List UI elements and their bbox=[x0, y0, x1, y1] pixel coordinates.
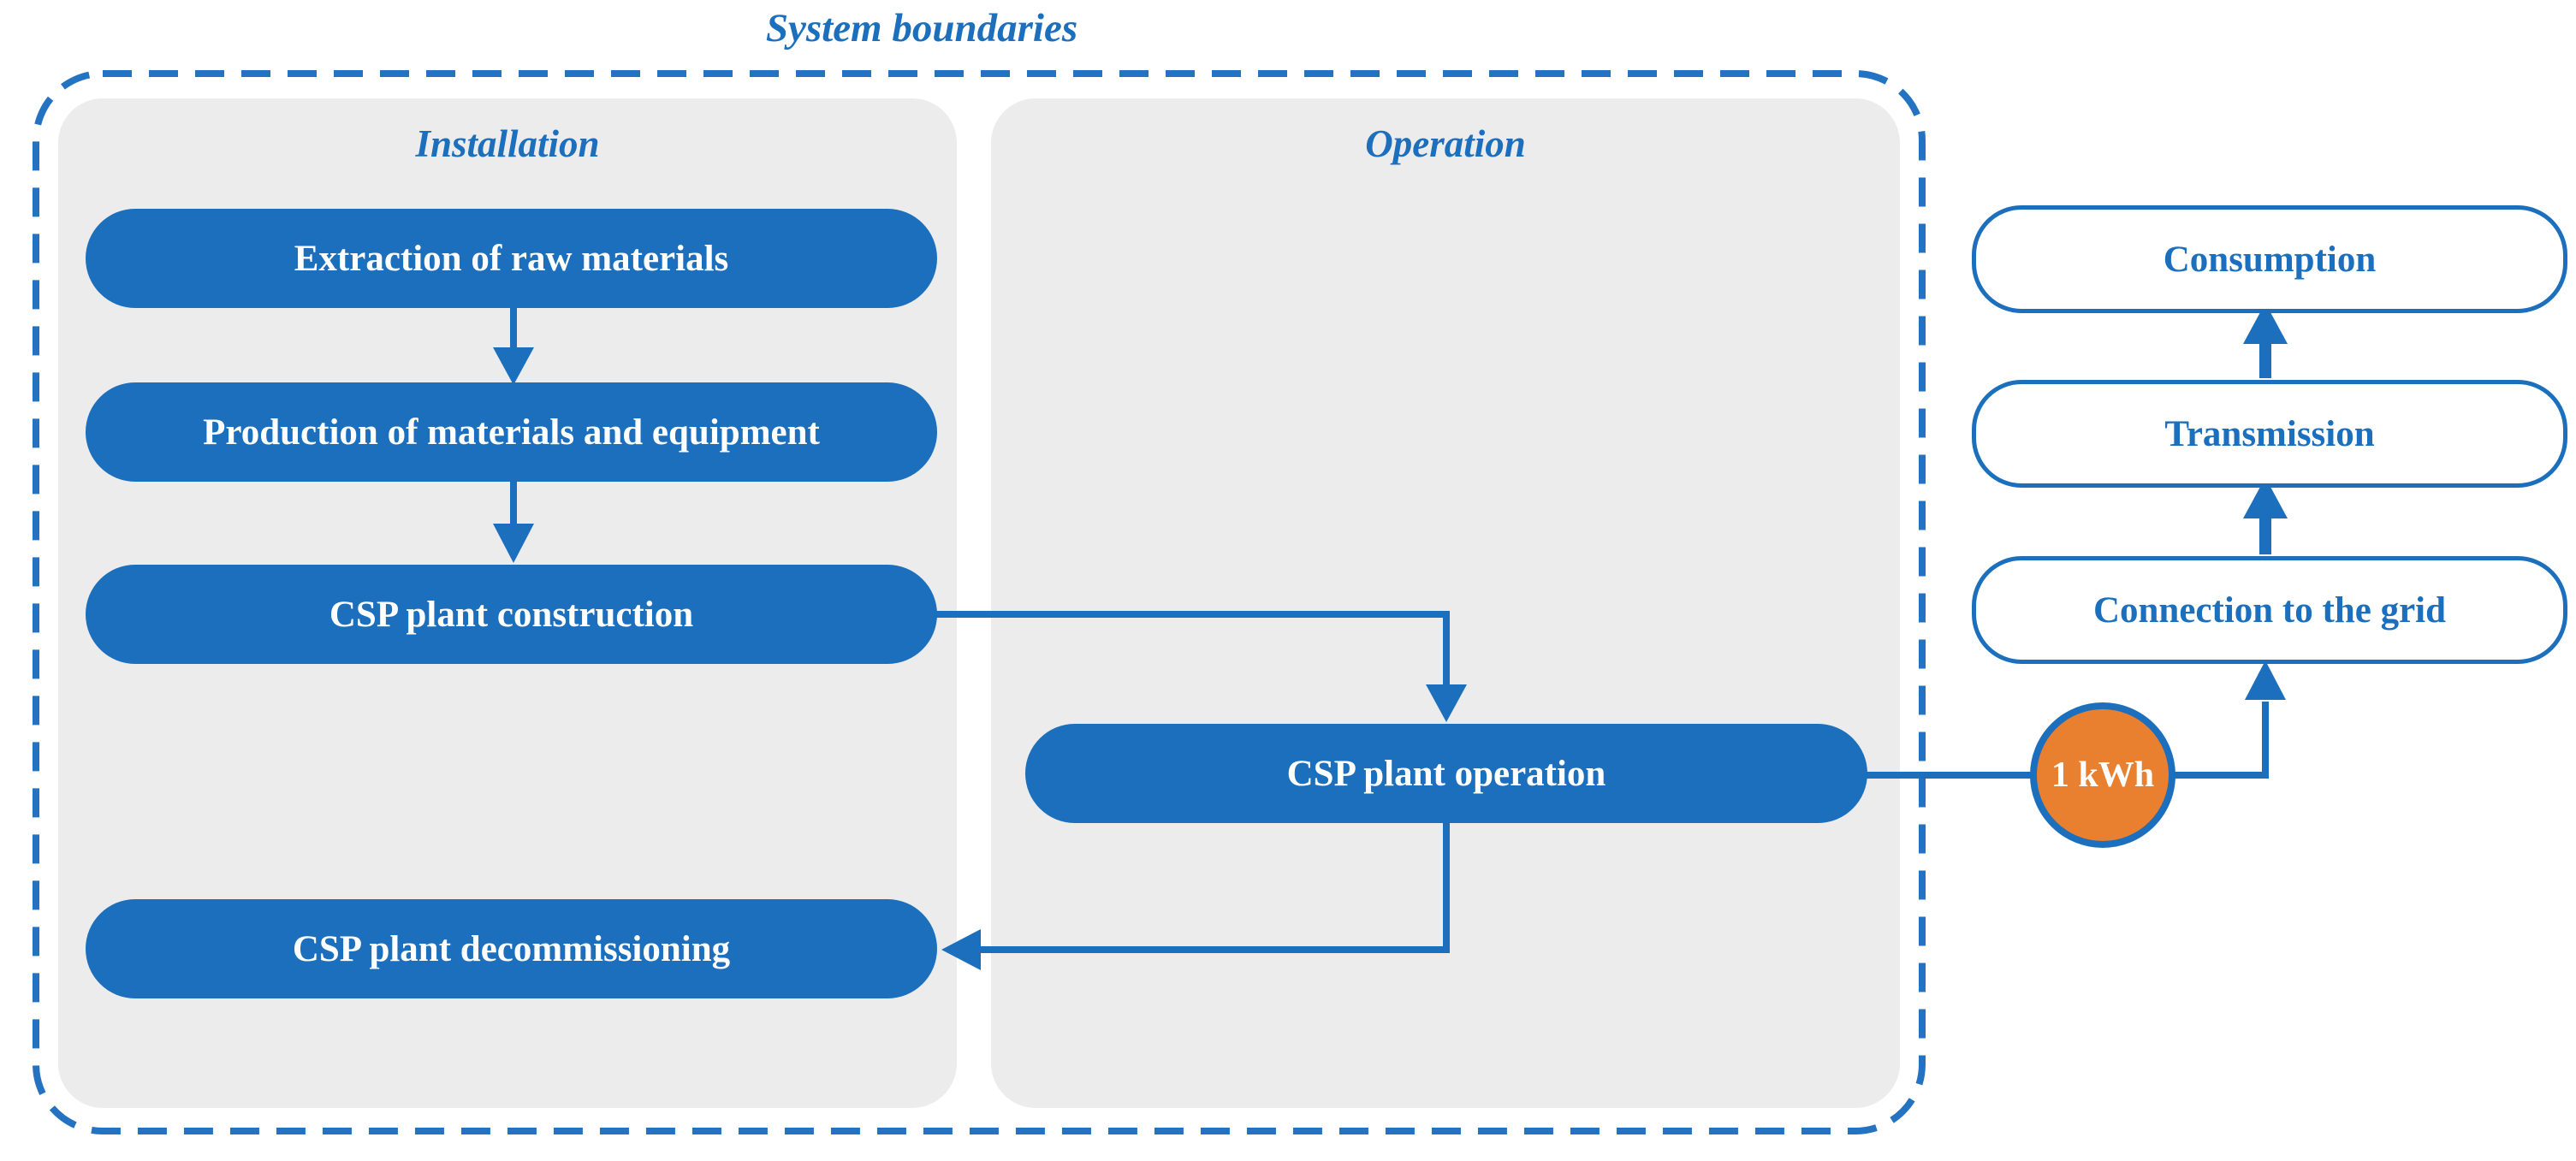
functional-unit-circle: 1 kWh bbox=[2030, 702, 2175, 848]
arrow-construction-to-operation bbox=[935, 611, 1450, 686]
process-box-extraction: Extraction of raw materials bbox=[86, 209, 937, 308]
arrowhead-extraction-to-production bbox=[493, 347, 534, 385]
arrowhead-connection-to-transmission bbox=[2243, 477, 2288, 518]
arrowhead-construction-to-operation bbox=[1426, 684, 1467, 722]
arrow-operation-to-decommissioning bbox=[981, 821, 1450, 953]
arrow-operation-to-grid bbox=[1865, 702, 2269, 779]
arrowhead-transmission-to-consumption bbox=[2243, 303, 2288, 344]
process-box-construction: CSP plant construction bbox=[86, 565, 937, 664]
grid-box-transmission: Transmission bbox=[1972, 380, 2567, 488]
process-box-production: Production of materials and equipment bbox=[86, 382, 937, 482]
process-box-operation: CSP plant operation bbox=[1025, 724, 1867, 823]
arrowhead-unit-to-connection bbox=[2245, 660, 2286, 700]
installation-section-label: Installation bbox=[415, 122, 600, 165]
arrowhead-production-to-construction bbox=[493, 524, 534, 563]
operation-section-label: Operation bbox=[1365, 122, 1526, 165]
grid-box-connection: Connection to the grid bbox=[1972, 556, 2567, 664]
system-boundaries-border bbox=[33, 70, 1926, 1134]
grid-box-consumption: Consumption bbox=[1972, 205, 2567, 313]
diagram-title: System boundaries bbox=[765, 6, 1078, 50]
process-box-decommissioning: CSP plant decommissioning bbox=[86, 899, 937, 998]
arrowhead-operation-to-decommissioning bbox=[941, 929, 981, 970]
